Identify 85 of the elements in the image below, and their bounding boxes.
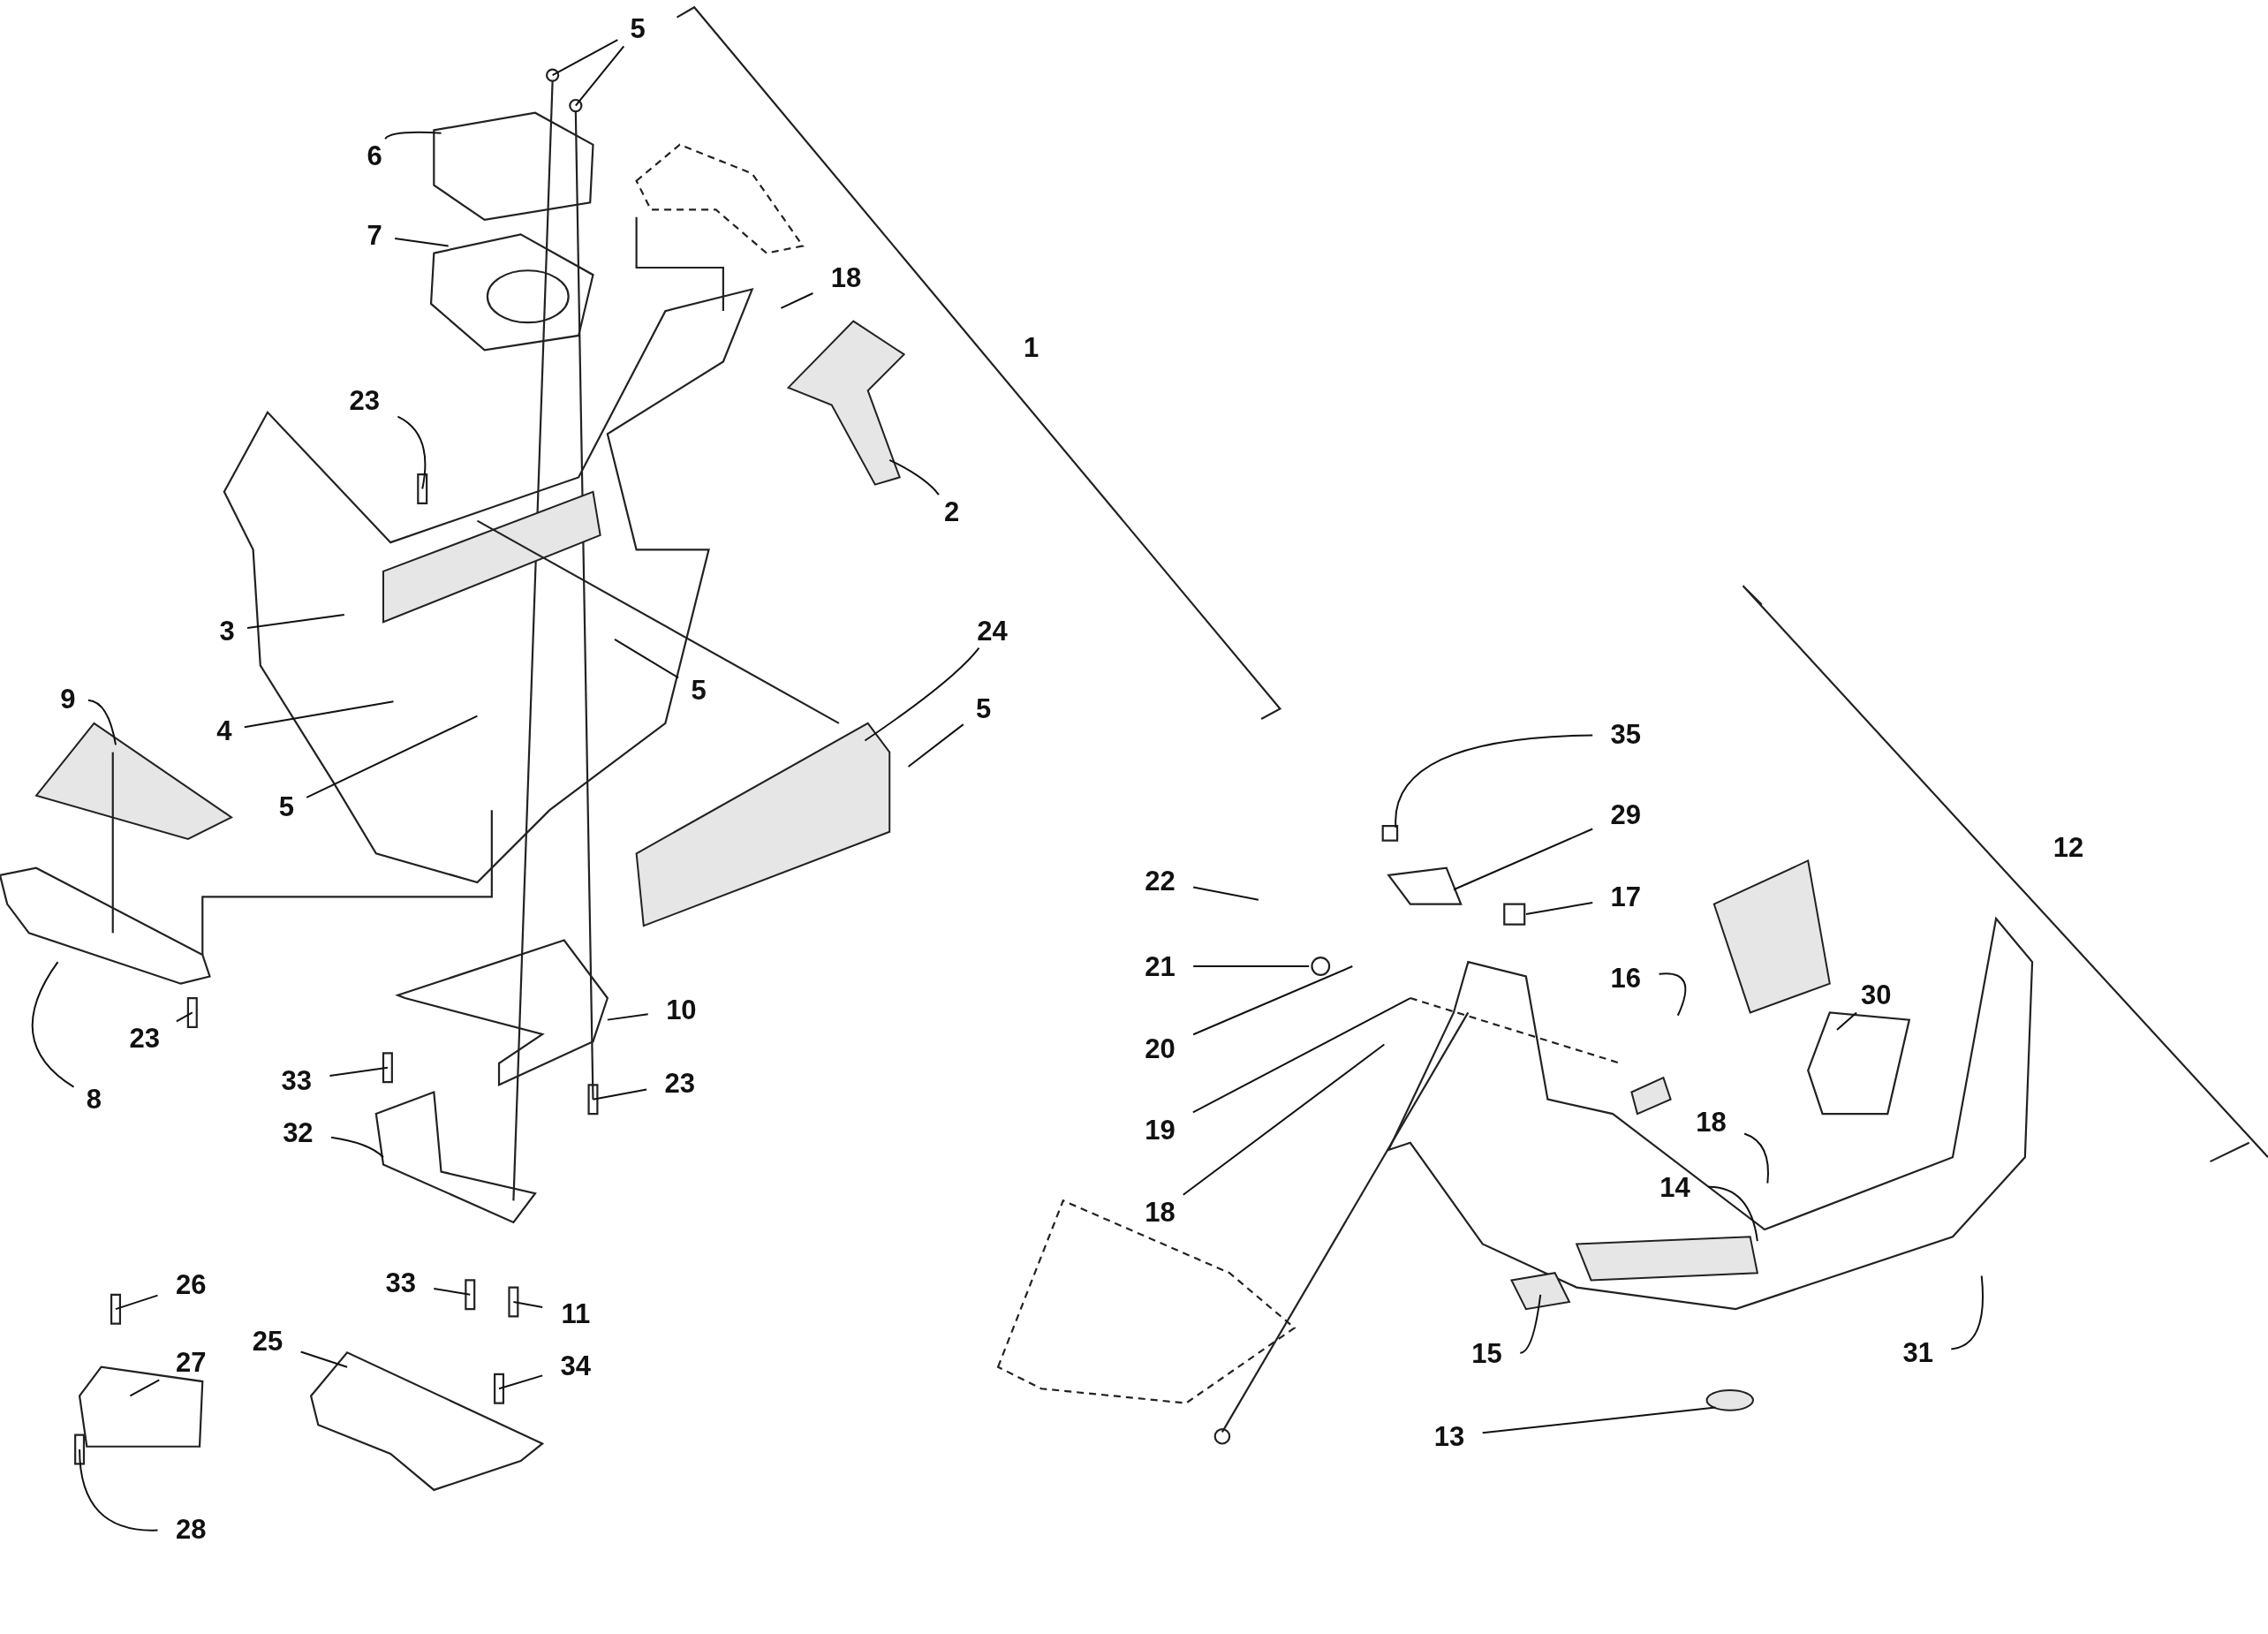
callout-number: 2 [931,495,972,530]
leader-line [299,1350,349,1368]
callout-number: 11 [542,1296,609,1331]
leader-line [606,1013,649,1021]
leader-line [329,1066,389,1077]
callout-number: 12 [2052,831,2085,866]
leader-line [79,1449,159,1532]
leader-line [1395,734,1594,828]
leader-line [1519,1293,1542,1354]
leader-line [1658,972,1687,1017]
callout-number: 31 [1885,1335,1952,1370]
leader-line [574,45,625,107]
callout-number: 33 [263,1063,330,1099]
callout-number: 17 [1592,879,1659,915]
leader-line [1192,886,1259,901]
callout-number: 4 [203,713,245,748]
leader-line [1182,1043,1386,1196]
leader-line [1835,1011,1858,1032]
leader-line [512,1301,544,1309]
leader-line [1743,1132,1769,1184]
leader-line [780,292,814,309]
callout-number: 16 [1592,960,1659,995]
callout-number: 15 [1453,1336,1521,1372]
callout-number: 20 [1126,1031,1194,1066]
callout-number: 13 [1416,1418,1483,1454]
callout-number: 25 [234,1323,301,1358]
leader-line [394,238,450,247]
leader-line [498,1374,544,1390]
callout-number: 24 [958,613,1026,648]
leader-line [306,715,479,798]
callout-number: 23 [111,1021,178,1056]
callout-number: 23 [331,383,398,419]
callout-number: 26 [157,1267,224,1302]
leader-line [87,699,117,746]
callout-number: 3 [207,613,248,648]
leader-line [1481,1406,1717,1434]
callout-number: 9 [48,681,88,716]
callout-number: 14 [1641,1169,1709,1206]
leader-line [1191,997,1411,1114]
callout-number: 18 [1677,1105,1745,1140]
callout-number: 5 [617,11,659,47]
callout-number: 18 [1126,1194,1194,1230]
callout-number: 30 [1842,978,1909,1013]
callout-number: 34 [542,1348,609,1383]
leader-line [31,961,75,1088]
callout-number: 23 [646,1066,714,1101]
callout-number: 5 [963,691,1004,727]
leader-line [551,39,619,77]
leader-line [1524,901,1594,916]
callout-number: 5 [678,672,719,707]
callout-number: 21 [1126,949,1194,984]
leader-line [864,647,980,742]
callout-number: 22 [1126,863,1194,899]
callout-number: 32 [264,1115,332,1150]
leader-line [384,131,442,140]
leader-line [397,415,427,490]
callout-number: 5 [266,790,307,825]
leader-line [1452,828,1594,891]
leader-line [907,723,964,768]
leader-line [330,1136,384,1159]
callout-number: 18 [813,260,880,296]
leader-line [592,1088,648,1101]
leader-line [888,458,940,496]
callout-number: 35 [1592,717,1659,753]
callout-number: 28 [157,1511,224,1547]
leader-line [1192,965,1354,1036]
leader-line [175,1011,193,1023]
callout-number: 6 [354,139,396,174]
callout-number: 1 [1023,330,1040,365]
leader-line [433,1287,472,1296]
leader-line [246,614,345,629]
leader-line [1707,1185,1758,1243]
leader-line [1192,965,1311,967]
leader-line [243,700,395,729]
callout-number: 19 [1126,1112,1194,1147]
leader-line [115,1294,159,1311]
callout-number: 27 [157,1345,224,1381]
leader-line [614,638,680,679]
leader-line [129,1379,161,1397]
callout-number: 33 [367,1266,435,1301]
callout-number: 10 [647,992,715,1027]
callout-number: 8 [73,1082,115,1117]
callout-number: 7 [354,218,396,253]
leader-line [1950,1275,1984,1350]
callout-number: 29 [1592,797,1659,832]
